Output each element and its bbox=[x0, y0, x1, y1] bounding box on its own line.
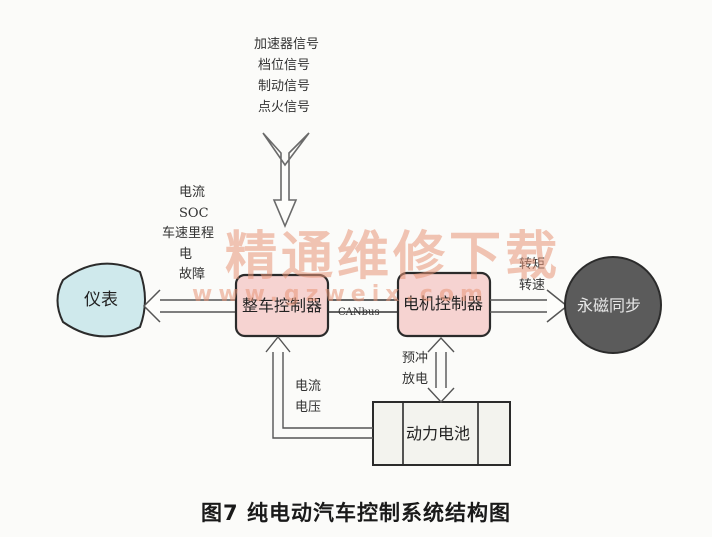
battery-node bbox=[372, 401, 511, 466]
battery-controller-label: 放电 bbox=[402, 372, 429, 387]
battery-to-vcu-arrow bbox=[265, 335, 373, 439]
input-signal-arrow bbox=[262, 132, 310, 229]
motor-output-label: 转矩 bbox=[519, 257, 546, 272]
battery-controller-arrow bbox=[427, 336, 455, 404]
input-signal-label: 加速器信号 bbox=[254, 37, 320, 52]
can-bus-label: CANbus bbox=[338, 307, 380, 318]
instrument-label: 仪表 bbox=[84, 290, 118, 310]
input-signal-label: 制动信号 bbox=[258, 79, 311, 94]
watermark-url: www.gzweix.com bbox=[192, 282, 489, 307]
vcu-box bbox=[234, 273, 330, 338]
battery-label: 动力电池 bbox=[406, 424, 471, 443]
battery-vcu-label: 电压 bbox=[295, 400, 322, 415]
battery-vcu-label: 电流 bbox=[295, 379, 322, 394]
vcu-output-label: 故障 bbox=[179, 267, 206, 282]
vcu-output-label: SOC bbox=[179, 206, 209, 221]
battery-controller-label: 预冲 bbox=[402, 351, 429, 366]
motor-controller-box bbox=[396, 271, 492, 338]
vcu-output-label: 车速里程 bbox=[162, 226, 215, 241]
vcu-to-instrument-arrow bbox=[142, 289, 236, 323]
motor-controller-label: 电机控制器 bbox=[403, 294, 484, 313]
vcu-label: 整车控制器 bbox=[242, 296, 323, 315]
instrument-node bbox=[56, 262, 146, 338]
input-signal-label: 点火信号 bbox=[258, 100, 311, 115]
input-signal-label: 档位信号 bbox=[258, 58, 311, 73]
motor-output-label: 转速 bbox=[519, 278, 546, 293]
motor-label: 永磁同步 bbox=[577, 296, 642, 315]
figure-caption: 图7 纯电动汽车控制系统结构图 bbox=[201, 501, 511, 525]
watermark-text: 精通维修下载 bbox=[225, 226, 562, 287]
motor-node bbox=[564, 256, 662, 354]
can-bus-link bbox=[328, 299, 398, 313]
vcu-output-label: 电 bbox=[179, 247, 193, 262]
vcu-output-label: 电流 bbox=[179, 185, 206, 200]
